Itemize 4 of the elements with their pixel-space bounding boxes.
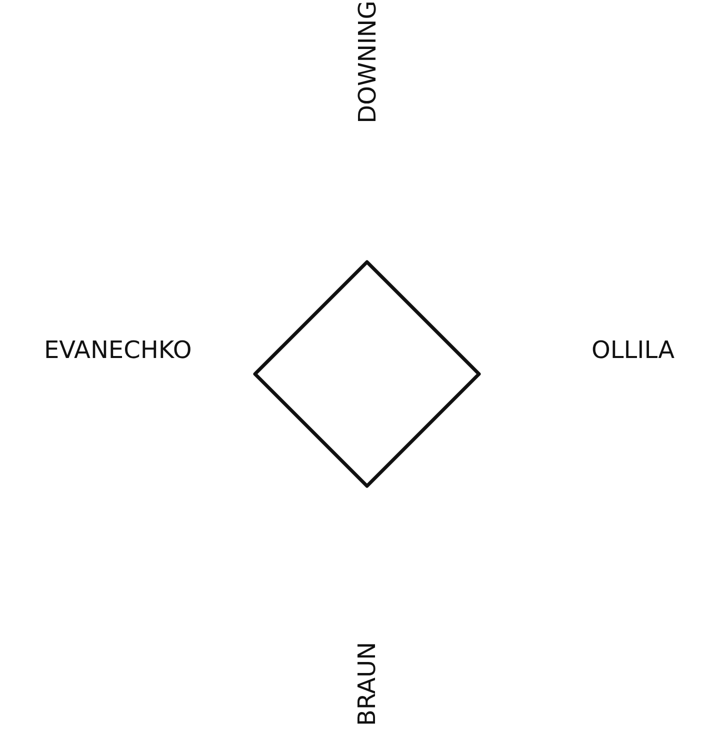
name-label: BRAUN <box>355 642 380 726</box>
name-label: DOWNING <box>354 0 379 124</box>
name-label: EVANECHKO <box>44 338 192 362</box>
name-label: OLLILA <box>592 338 675 362</box>
